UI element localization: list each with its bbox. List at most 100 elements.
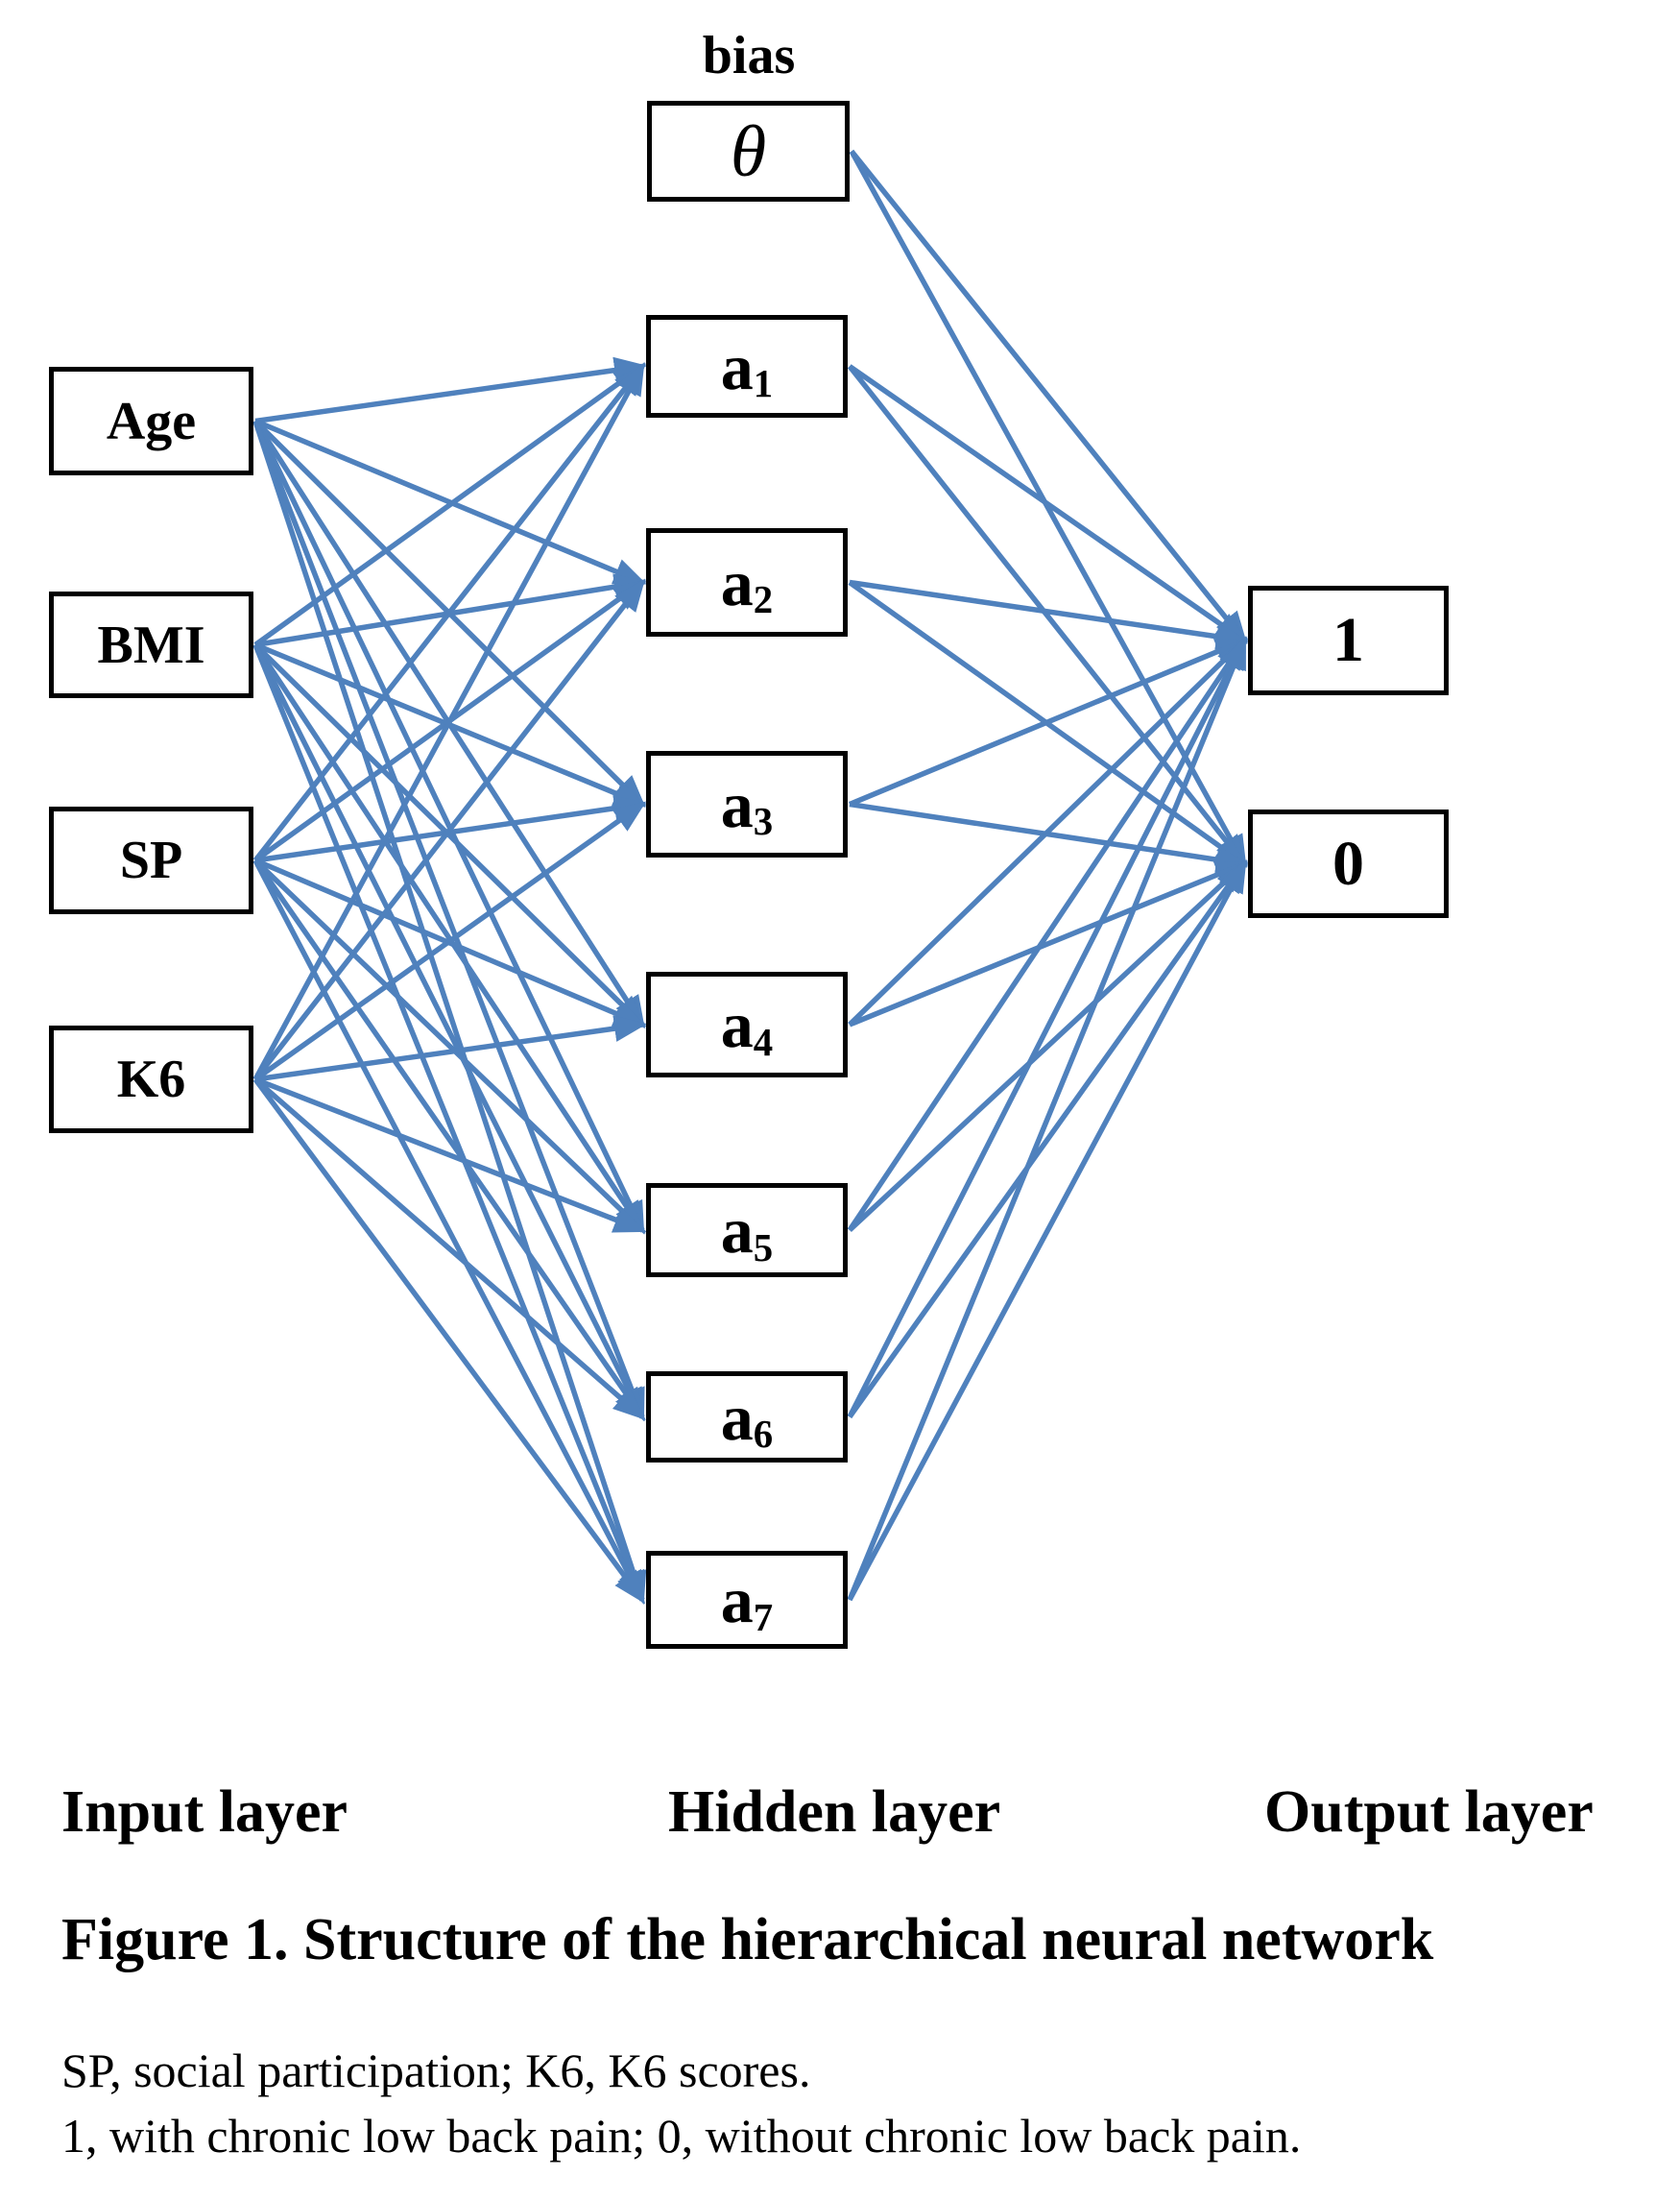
edge-a7-out0 (847, 858, 1247, 1602)
hidden-layer-label: Hidden layer (668, 1779, 1001, 1845)
edge-bmi-a6 (252, 643, 645, 1422)
edge-a5-out0 (848, 860, 1248, 1233)
edge-sp-a5 (253, 858, 646, 1234)
edge-a1-out0 (847, 364, 1248, 868)
node-label: a (720, 767, 754, 841)
edge-bmi-a4 (253, 642, 646, 1028)
node-a2: a2 (646, 528, 848, 637)
node-a3: a3 (646, 751, 848, 858)
node-subscript: 2 (753, 578, 774, 622)
node-label: a (720, 1563, 754, 1636)
edge-a2-out1 (849, 579, 1250, 650)
note-outcome-coding: 1, with chronic low back pain; 0, withou… (61, 2109, 1302, 2163)
node-text: a1 (721, 334, 773, 404)
node-label: θ (730, 110, 767, 192)
node-text: BMI (98, 618, 205, 672)
node-label: a (720, 1194, 754, 1267)
edge-k6-a7 (252, 1077, 646, 1605)
node-label: Age (106, 391, 197, 451)
edge-a3-out1 (848, 638, 1249, 808)
edge-sp-a1 (252, 362, 646, 862)
edge-age-a7 (252, 420, 647, 1605)
output-layer-label: Output layer (1264, 1779, 1594, 1845)
edge-age-a1 (254, 356, 648, 424)
edge-k6-a6 (253, 1076, 646, 1420)
edge-sp-a7 (252, 858, 645, 1605)
node-label: a (720, 1380, 754, 1454)
node-label: a (720, 329, 754, 403)
note-abbreviations: SP, social participation; K6, K6 scores. (61, 2043, 811, 2097)
edge-a4-out0 (848, 860, 1249, 1027)
node-text: a6 (721, 1385, 773, 1455)
edge-age-a4 (252, 420, 645, 1029)
edge-age-a2 (253, 418, 647, 586)
node-subscript: 1 (753, 362, 774, 406)
node-text: a2 (721, 550, 773, 620)
edge-age-a6 (252, 420, 645, 1422)
node-subscript: 3 (753, 800, 774, 844)
node-a6: a6 (646, 1371, 848, 1463)
node-text: 1 (1332, 609, 1364, 672)
node-a7: a7 (646, 1551, 848, 1649)
edge-bias-out0 (849, 150, 1247, 868)
edge-a3-out0 (849, 801, 1250, 874)
node-subscript: 6 (753, 1413, 774, 1457)
node-text: a4 (721, 992, 773, 1062)
edge-bmi-a1 (253, 363, 647, 647)
edge-a7-out1 (847, 636, 1247, 1602)
edge-bmi-a3 (253, 641, 647, 808)
node-age: Age (49, 367, 253, 475)
node-a4: a4 (646, 972, 848, 1077)
input-layer-label: Input layer (61, 1779, 348, 1845)
node-bias: θ (647, 101, 850, 202)
node-subscript: 4 (753, 1020, 774, 1064)
node-bmi: BMI (49, 592, 253, 698)
node-text: 0 (1332, 832, 1364, 896)
node-label: a (720, 545, 754, 619)
edge-age-a5 (252, 420, 645, 1235)
edge-k6-a2 (252, 578, 646, 1081)
edge-k6-a5 (254, 1076, 647, 1233)
node-text: a3 (721, 772, 773, 842)
node-label: BMI (97, 615, 205, 675)
edge-bias-out1 (849, 149, 1248, 644)
edge-a2-out0 (848, 580, 1249, 867)
edge-sp-a2 (253, 579, 647, 863)
node-text: θ (731, 115, 766, 188)
node-label: SP (119, 831, 183, 890)
node-label: 1 (1332, 605, 1364, 675)
node-text: a5 (721, 1197, 773, 1268)
node-out1: 1 (1248, 586, 1449, 695)
edge-age-a3 (253, 419, 646, 809)
edge-a4-out1 (848, 637, 1248, 1027)
node-label: K6 (116, 1050, 186, 1109)
node-label: 0 (1332, 828, 1364, 899)
figure-notes: SP, social participation; K6, K6 scores.… (61, 2038, 1301, 2168)
bias-label: bias (702, 26, 796, 85)
edge-sp-a3 (254, 794, 648, 863)
edge-a5-out1 (847, 636, 1247, 1232)
node-text: Age (107, 395, 196, 448)
edge-sp-a4 (253, 858, 647, 1027)
node-label: a (720, 988, 754, 1061)
node-subscript: 7 (753, 1595, 774, 1639)
node-text: K6 (117, 1052, 186, 1106)
edge-sp-a6 (252, 858, 645, 1421)
edge-bmi-a7 (252, 643, 645, 1605)
node-a5: a5 (646, 1183, 848, 1277)
node-text: SP (120, 834, 182, 887)
node-text: a7 (721, 1567, 773, 1637)
edge-k6-a1 (252, 362, 645, 1081)
edge-bmi-a2 (254, 573, 648, 648)
edge-a6-out1 (847, 636, 1247, 1418)
node-subscript: 5 (753, 1225, 774, 1269)
edge-a6-out0 (847, 859, 1247, 1419)
edge-bmi-a5 (252, 642, 645, 1235)
node-sp: SP (49, 807, 253, 914)
node-out0: 0 (1248, 810, 1449, 918)
edge-a1-out1 (848, 364, 1249, 643)
node-k6: K6 (49, 1026, 253, 1133)
edge-k6-a3 (253, 801, 647, 1082)
edge-k6-a4 (254, 1015, 648, 1082)
